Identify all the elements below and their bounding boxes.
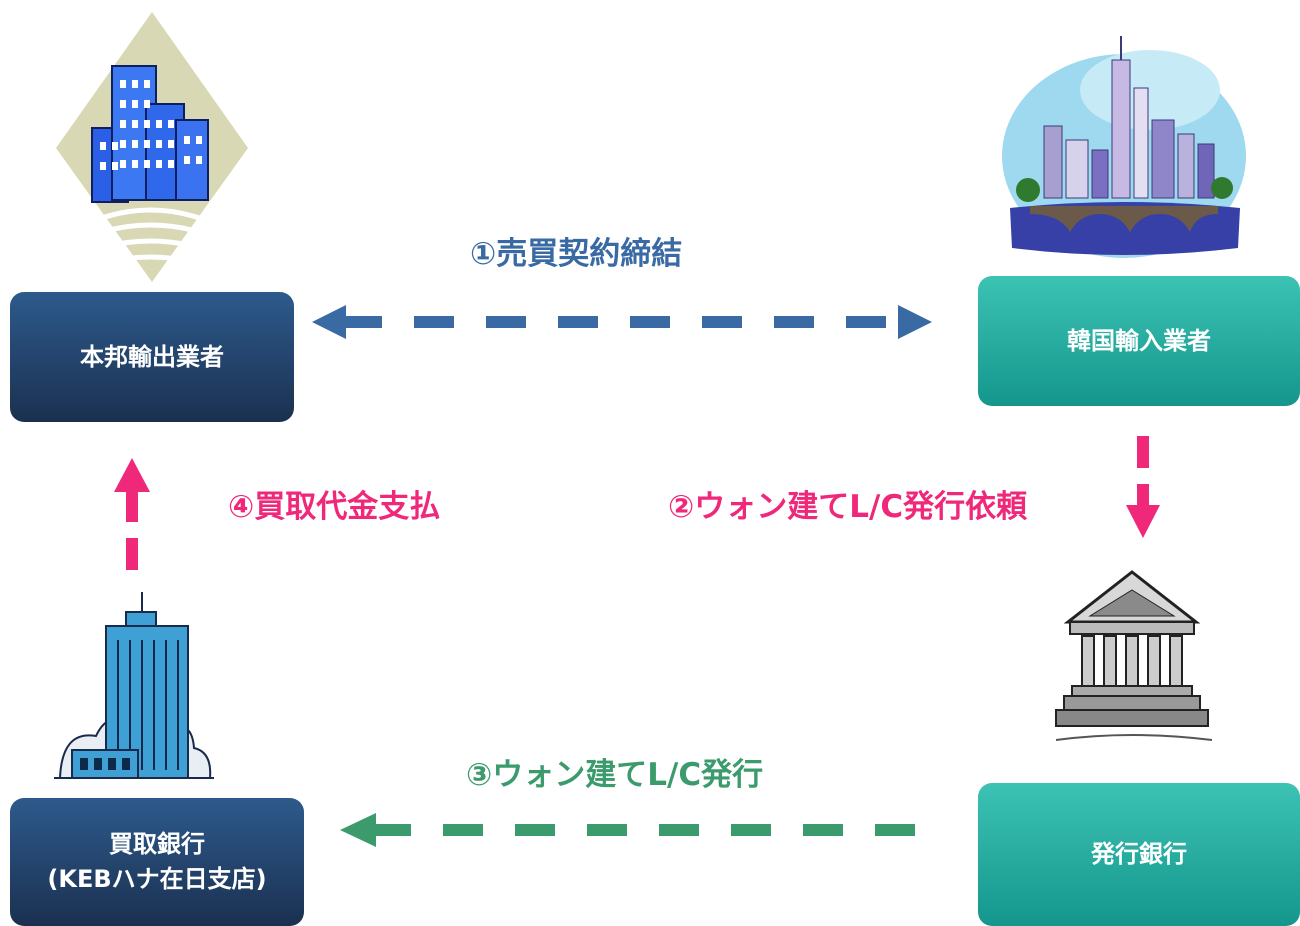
node-importer: 韓国輸入業者	[978, 276, 1300, 406]
arrow-lc-issue	[340, 813, 915, 847]
classical-bank-icon	[1055, 570, 1213, 741]
arrow-lc-request	[1126, 436, 1160, 538]
arrow-contract	[312, 305, 932, 339]
node-exporter: 本邦輸出業者	[10, 292, 294, 422]
office-buildings-icon	[56, 12, 248, 282]
arrow-payment	[114, 458, 150, 570]
city-skyline-icon	[1002, 36, 1246, 258]
step4-label: ④買取代金支払	[228, 489, 441, 525]
step2-label: ②ウォン建てL/C発行依頼	[668, 489, 1028, 525]
node-issuing-bank: 発行銀行	[978, 783, 1300, 926]
node-buying-bank: 買取銀行 (KEBハナ在日支店)	[10, 798, 304, 926]
step3-label: ③ウォン建てL/C発行	[466, 757, 764, 793]
bank-tower-icon	[54, 592, 214, 779]
step1-label: ①売買契約締結	[470, 236, 683, 272]
